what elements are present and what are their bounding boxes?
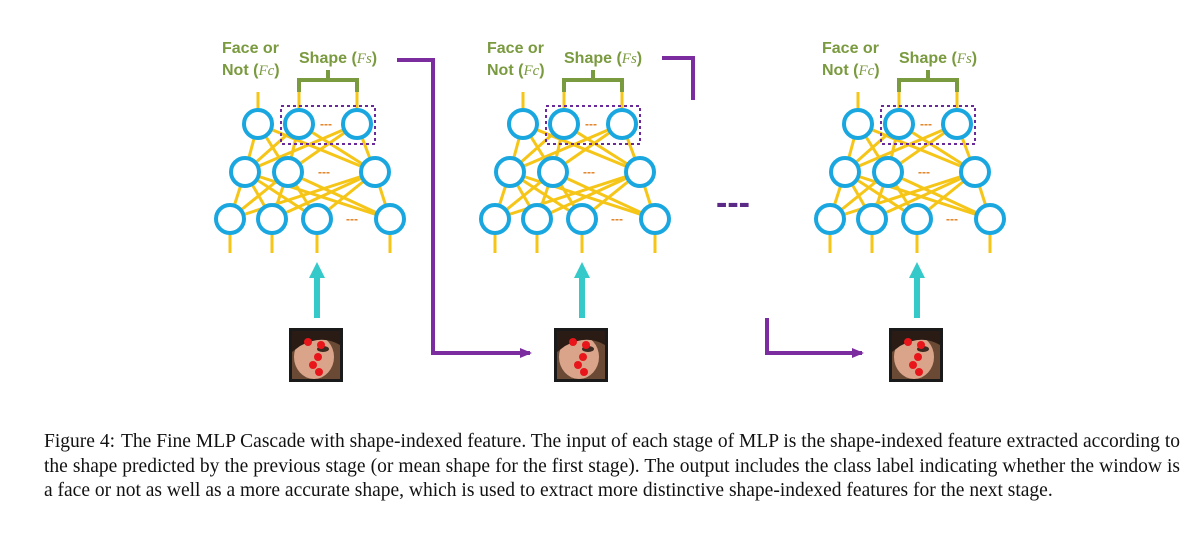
landmark-point — [915, 368, 923, 376]
landmark-point — [904, 338, 912, 346]
neuron-node — [521, 203, 553, 235]
shape-fs-label: Shape (Fs) — [564, 50, 642, 67]
neuron-node — [901, 203, 933, 235]
face-hair — [292, 331, 340, 352]
landmark-point — [580, 368, 588, 376]
neuron-node — [606, 108, 638, 140]
layer-ellipsis: --- — [583, 165, 595, 179]
neuron-node — [624, 156, 656, 188]
neuron-node — [374, 203, 406, 235]
caption-label: Figure 4: — [44, 431, 116, 452]
neuron-node — [856, 203, 888, 235]
landmark-point — [909, 361, 917, 369]
neuron-node — [959, 156, 991, 188]
edge-line — [257, 122, 376, 174]
neuron-node — [814, 203, 846, 235]
not-fc-label: Not (Fc) — [222, 62, 280, 79]
layer-ellipsis: --- — [585, 117, 597, 131]
edge-line — [509, 170, 656, 221]
layer-ellipsis: --- — [318, 165, 330, 179]
landmark-point — [304, 338, 312, 346]
feedback-arrow-3 — [765, 318, 864, 358]
neuron-node — [639, 203, 671, 235]
face-hair — [892, 331, 940, 352]
edge-line — [244, 170, 391, 221]
face-thumbnail — [289, 328, 343, 382]
neuron-node — [548, 108, 580, 140]
neuron-node — [872, 156, 904, 188]
neuron-node — [359, 156, 391, 188]
face-thumbnail — [554, 328, 608, 382]
landmark-point — [579, 353, 587, 361]
neuron-node — [507, 108, 539, 140]
edge-line — [522, 122, 641, 174]
stage-2: --- --- --- Face or Not (Fc) Shape (Fs) — [479, 40, 671, 382]
shape-brace — [897, 70, 959, 92]
not-fc-label: Not (Fc) — [487, 62, 545, 79]
edge-line — [509, 122, 623, 174]
landmark-point — [914, 353, 922, 361]
face-or-label: Face or — [487, 40, 544, 57]
edge-line — [244, 122, 358, 174]
shape-fs-label: Shape (Fs) — [899, 50, 977, 67]
neuron-node — [537, 156, 569, 188]
neuron-node — [301, 203, 333, 235]
neuron-node — [214, 203, 246, 235]
layer-ellipsis: --- — [346, 212, 358, 226]
layer-ellipsis: --- — [920, 117, 932, 131]
landmark-point — [569, 338, 577, 346]
shape-fs-label: Shape (Fs) — [299, 50, 377, 67]
feedback-arrow-1 — [397, 58, 532, 358]
neuron-node — [341, 108, 373, 140]
landmark-point — [574, 361, 582, 369]
layer-ellipsis: --- — [918, 165, 930, 179]
edge-line — [536, 170, 641, 221]
neuron-node — [479, 203, 511, 235]
layer-ellipsis: --- — [946, 212, 958, 226]
neuron-node — [566, 203, 598, 235]
landmark-point — [317, 341, 325, 349]
landmark-point — [314, 353, 322, 361]
neuron-node — [883, 108, 915, 140]
neuron-node — [974, 203, 1006, 235]
layer-ellipsis: --- — [320, 117, 332, 131]
edge-line — [887, 170, 991, 221]
edge-line — [844, 170, 991, 221]
layer-ellipsis: --- — [611, 212, 623, 226]
landmark-point — [917, 341, 925, 349]
neuron-node — [242, 108, 274, 140]
neuron-node — [256, 203, 288, 235]
neuron-node — [272, 156, 304, 188]
stage-3: --- --- --- Face or Not (Fc) Shape (Fs) — [814, 40, 1006, 382]
face-thumbnail — [889, 328, 943, 382]
between-stages-ellipsis: --- — [716, 184, 750, 222]
face-hair — [557, 331, 605, 352]
face-or-label: Face or — [222, 40, 279, 57]
neuron-node — [494, 156, 526, 188]
not-fc-label: Not (Fc) — [822, 62, 880, 79]
face-or-label: Face or — [822, 40, 879, 57]
figure-caption: Figure 4:The Fine MLP Cascade with shape… — [44, 430, 1180, 504]
landmark-point — [582, 341, 590, 349]
neuron-node — [229, 156, 261, 188]
edge-line — [287, 170, 391, 221]
shape-brace — [562, 70, 624, 92]
edge-line — [844, 122, 958, 174]
edge-line — [271, 170, 376, 221]
caption-text: The Fine MLP Cascade with shape-indexed … — [44, 431, 1180, 501]
edge-line — [552, 170, 656, 221]
neuron-node — [842, 108, 874, 140]
edge-line — [857, 122, 976, 174]
edge-line — [871, 170, 976, 221]
landmark-point — [309, 361, 317, 369]
neuron-node — [829, 156, 861, 188]
landmark-point — [315, 368, 323, 376]
neuron-node — [283, 108, 315, 140]
feedback-arrow-2-stub — [662, 56, 695, 100]
shape-brace — [297, 70, 359, 92]
stage-1: --- --- --- Face or Not (Fc) Shape (Fs) — [214, 40, 406, 382]
neuron-node — [941, 108, 973, 140]
